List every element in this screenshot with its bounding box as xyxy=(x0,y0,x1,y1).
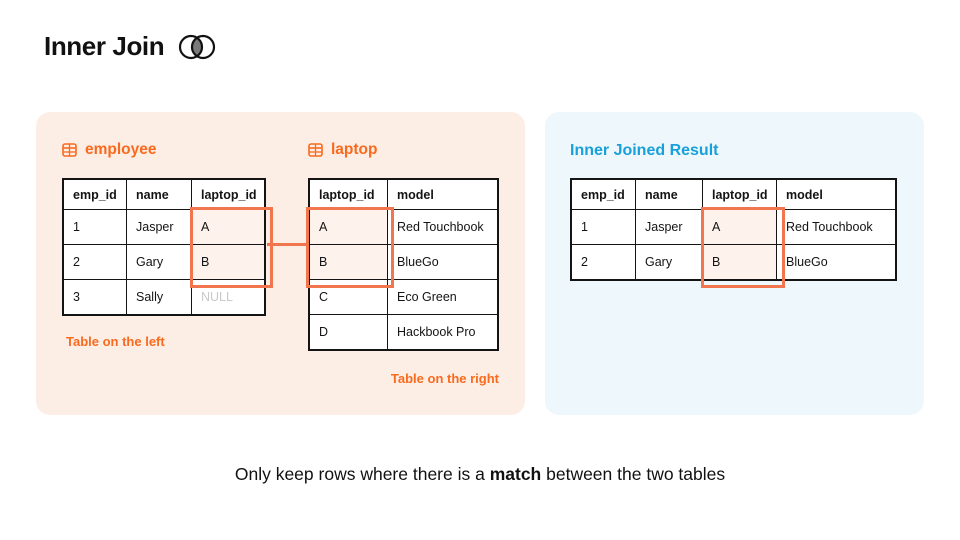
employee-table-name: employee xyxy=(85,141,157,158)
table-cell: D xyxy=(308,314,388,351)
table-cell: Jasper xyxy=(635,209,703,245)
table-cell: Sally xyxy=(126,279,192,316)
table-cell: A xyxy=(308,209,388,245)
table-cell: B xyxy=(191,244,266,280)
table-cell: 1 xyxy=(62,209,127,245)
column-header: emp_id xyxy=(62,178,127,210)
laptop-table-name: laptop xyxy=(331,141,378,158)
table-cell: Jasper xyxy=(126,209,192,245)
table-cell: Gary xyxy=(635,244,703,281)
column-header: name xyxy=(635,178,703,210)
table-cell: A xyxy=(702,209,777,245)
venn-inner-join-icon xyxy=(179,34,216,60)
table-cell: Red Touchbook xyxy=(776,209,897,245)
column-header: model xyxy=(387,178,499,210)
column-header: laptop_id xyxy=(191,178,266,210)
table-cell: Hackbook Pro xyxy=(387,314,499,351)
footer-text-bold: match xyxy=(489,464,542,484)
table-cell: B xyxy=(702,244,777,281)
table-cell: BlueGo xyxy=(387,244,499,280)
employee-table-label: employee xyxy=(62,141,157,159)
result-title: Inner Joined Result xyxy=(570,142,719,159)
column-header: model xyxy=(776,178,897,210)
footer-note: Only keep rows where there is a match be… xyxy=(0,464,960,485)
table-cell: A xyxy=(191,209,266,245)
laptop-table-label: laptop xyxy=(308,141,378,159)
table-cell: 2 xyxy=(570,244,636,281)
column-header: emp_id xyxy=(570,178,636,210)
table-icon xyxy=(62,143,77,157)
table-cell: Eco Green xyxy=(387,279,499,315)
table-cell: C xyxy=(308,279,388,315)
caption-table-on-right: Table on the right xyxy=(390,371,499,386)
footer-text-prefix: Only keep rows where there is a xyxy=(234,464,490,484)
column-header: laptop_id xyxy=(702,178,777,210)
table-cell: 2 xyxy=(62,244,127,280)
table-cell: Red Touchbook xyxy=(387,209,499,245)
table-cell: 1 xyxy=(570,209,636,245)
column-header: name xyxy=(126,178,192,210)
footer-text-suffix: between the two tables xyxy=(541,464,726,484)
table-icon xyxy=(308,143,323,157)
column-header: laptop_id xyxy=(308,178,388,210)
table-cell: B xyxy=(308,244,388,280)
caption-table-on-left: Table on the left xyxy=(66,334,165,349)
table-cell: Gary xyxy=(126,244,192,280)
table-cell: BlueGo xyxy=(776,244,897,281)
page-title: Inner Join xyxy=(44,30,165,61)
table-cell: 3 xyxy=(62,279,127,316)
table-cell: NULL xyxy=(191,279,266,316)
title-row: Inner Join xyxy=(44,30,216,62)
